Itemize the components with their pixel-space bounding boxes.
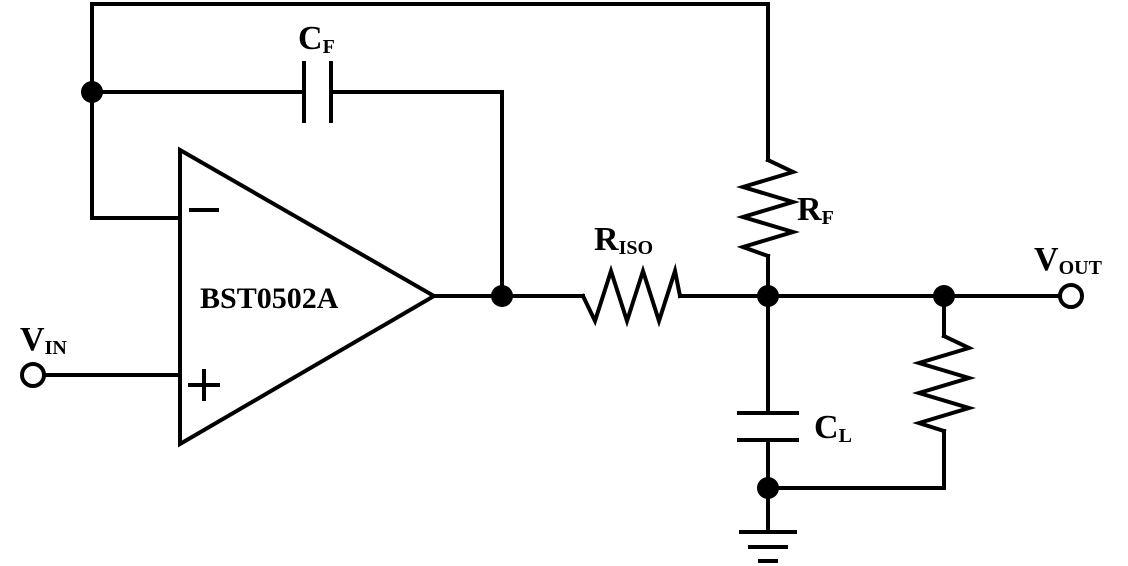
junction-dot	[81, 81, 103, 103]
junction-dot	[491, 285, 513, 307]
feedback-resistor-label: RF	[797, 191, 834, 229]
inverting-input-wire	[90, 90, 182, 220]
feedback-capacitor-wire	[90, 90, 504, 298]
input-label: VIN	[20, 321, 67, 359]
input-terminal	[20, 362, 46, 388]
outer-feedback-wire	[90, 2, 770, 162]
output-terminal	[1058, 283, 1084, 309]
amplifier-name: BST0502A	[200, 282, 339, 315]
isolation-resistor-label: RISO	[594, 221, 653, 259]
isolation-resistor-symbol	[580, 263, 683, 328]
feedback-capacitor-symbol	[302, 61, 333, 123]
junction-dot	[933, 285, 955, 307]
feedback-resistor-symbol	[736, 157, 800, 298]
junction-dot	[757, 477, 779, 499]
junction-dot	[757, 285, 779, 307]
load-resistor-symbol	[912, 333, 976, 434]
ground-symbol	[739, 530, 797, 563]
noninverting-input-sign	[188, 369, 220, 401]
op-amp	[178, 146, 438, 448]
load-capacitor-label: CL	[814, 409, 852, 447]
output-label: VOUT	[1034, 241, 1103, 279]
feedback-capacitor-label: CF	[298, 20, 335, 58]
load-capacitor-symbol	[737, 411, 799, 442]
